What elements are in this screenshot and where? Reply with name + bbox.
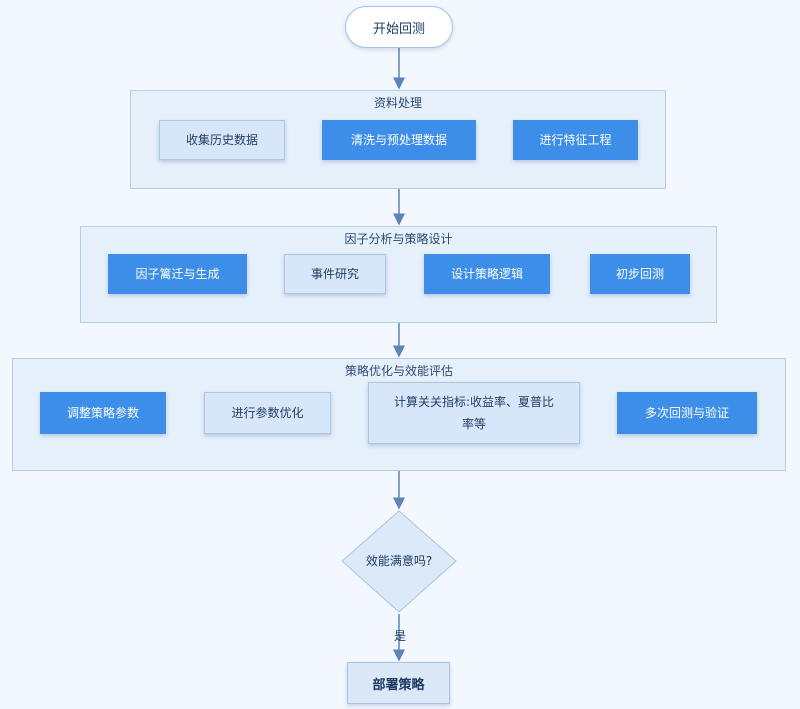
yes-label: 是 xyxy=(393,629,406,643)
step-tune-parameters: 调整策略参数 xyxy=(40,392,166,434)
stage-title: 策略优化与效能评估 xyxy=(344,364,453,378)
step-clean-preprocess: 清洗与预处理数据 xyxy=(322,120,476,160)
step-collect-history: 收集历史数据 xyxy=(159,120,285,160)
step-parameter-optimization: 进行参数优化 xyxy=(204,392,331,434)
step-design-logic: 设计策略逻辑 xyxy=(424,254,550,294)
step-feature-engineering: 进行特征工程 xyxy=(513,120,638,160)
decision-label: 效能满意吗? xyxy=(365,554,433,568)
step-event-study: 事件研究 xyxy=(284,254,386,294)
decision-diamond xyxy=(341,510,457,613)
step-factor-generation: 因子篱迁与生成 xyxy=(108,254,247,294)
deploy-strategy-node: 部署策略 xyxy=(347,662,450,704)
stage-title: 资料处理 xyxy=(373,96,422,110)
stage-title: 因子分析与策略设计 xyxy=(344,232,453,246)
step-initial-backtest: 初步回测 xyxy=(590,254,690,294)
step-compute-metrics: 计算关关指标:收益率、夏普比率等 xyxy=(368,382,580,444)
start-node: 开始回测 xyxy=(345,6,453,48)
step-repeated-backtest: 多次回测与验证 xyxy=(617,392,757,434)
